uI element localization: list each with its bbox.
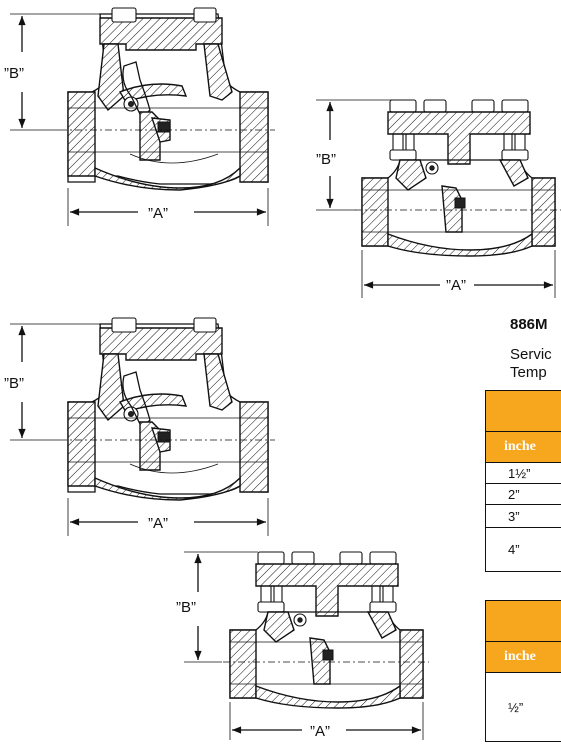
dim-b-label-3: ”B”: [176, 599, 196, 616]
dim-b-label-2: ”B”: [4, 375, 24, 392]
valve-bottom: [184, 551, 430, 740]
dim-a-label: ”A”: [148, 205, 168, 222]
service-info: Servic Temp: [510, 346, 552, 382]
valve-top-left: [10, 7, 276, 226]
dim-a-label-2: ”A”: [148, 515, 168, 532]
table-row: 3”: [486, 505, 561, 528]
table-unit-header: inche: [486, 432, 561, 463]
dimension-table-1: inche 1½” 2” 3” 4”: [485, 390, 561, 572]
dim-a-label-3: ”A”: [310, 723, 330, 740]
table-header-band: [486, 601, 561, 642]
table-row: ½”: [508, 699, 524, 715]
table-row: 2”: [486, 484, 561, 505]
dim-b-label-alt: ”B”: [316, 151, 336, 168]
table-unit-header: inche: [486, 642, 561, 673]
service-line: Servic: [510, 346, 552, 363]
dim-a-label-alt: ”A”: [446, 277, 466, 294]
temperature-line: Temp: [510, 364, 547, 381]
dim-b-label: ”B”: [4, 65, 24, 82]
valve-middle-left: [10, 317, 276, 536]
table-row: 4”: [508, 542, 520, 557]
valve-top-right: [316, 99, 561, 298]
model-title: 886M: [510, 316, 548, 333]
table-row: 1½”: [486, 463, 561, 484]
table-header-band: [486, 391, 561, 432]
dimension-table-2: inche ½”: [485, 600, 561, 742]
